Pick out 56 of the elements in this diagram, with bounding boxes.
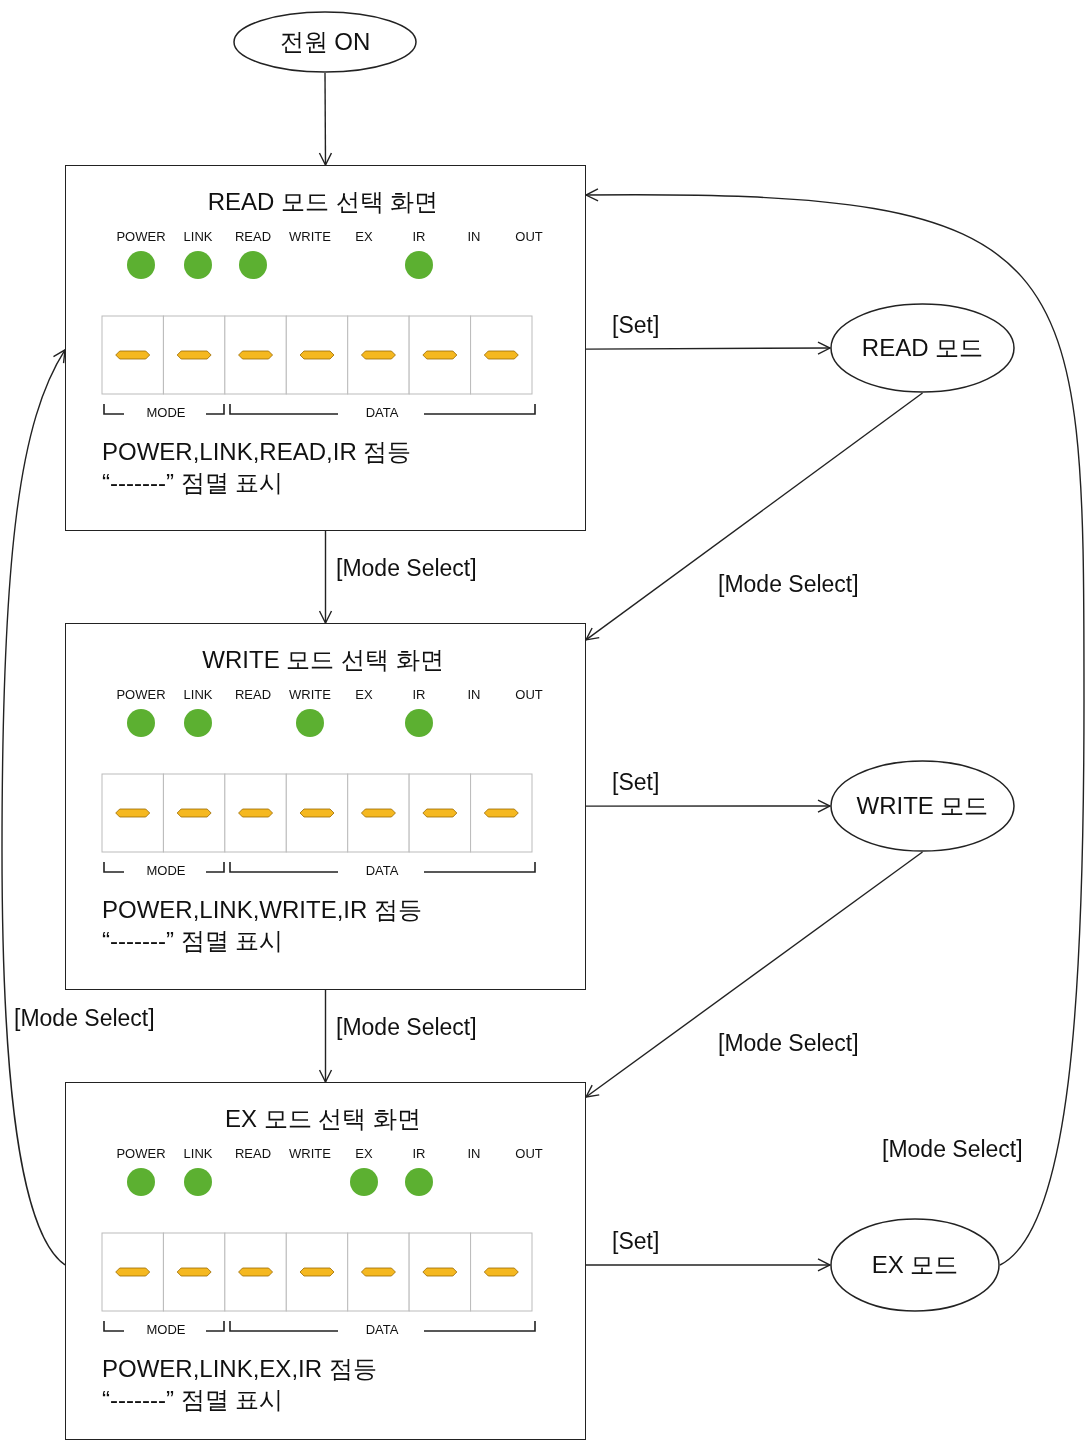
- status-text: POWER,LINK,EX,IR 점등: [102, 1355, 377, 1383]
- led-label: IR: [412, 688, 426, 703]
- panel-title: READ 모드 선택 화면: [207, 188, 439, 216]
- led-label: IR: [412, 1147, 426, 1162]
- arrow: [1, 349, 66, 1266]
- arrow: [318, 989, 333, 1083]
- led-label: OUT: [515, 688, 543, 703]
- led-label: READ: [234, 1147, 272, 1162]
- led-label: READ: [234, 688, 272, 703]
- led-label: READ: [234, 230, 272, 245]
- section-label: MODE: [146, 1323, 186, 1338]
- screen-panel: [65, 1082, 586, 1440]
- arrow: [585, 799, 831, 813]
- status-text: POWER,LINK,READ,IR 점등: [102, 438, 412, 466]
- led-label: POWER: [116, 230, 166, 245]
- led-label: EX: [355, 688, 373, 703]
- led-label: POWER: [116, 1147, 166, 1162]
- led-label: POWER: [116, 688, 166, 703]
- arrow: [585, 188, 1085, 1266]
- arrow: [318, 72, 333, 166]
- led-label: IN: [467, 688, 481, 703]
- section-label: DATA: [365, 1323, 399, 1338]
- led-label: WRITE: [289, 1147, 331, 1162]
- panel-title: WRITE 모드 선택 화면: [202, 646, 444, 674]
- state-ellipse: 전원 ON: [233, 11, 417, 73]
- status-text: “-------” 점멸 표시: [102, 1386, 284, 1414]
- led-label: LINK: [183, 1147, 213, 1162]
- state-ellipse: WRITE 모드: [830, 760, 1015, 852]
- section-label: DATA: [365, 864, 399, 879]
- screen-panel: [65, 165, 586, 531]
- led-label: OUT: [515, 230, 543, 245]
- led-label: EX: [355, 1147, 373, 1162]
- section-label: MODE: [146, 864, 186, 879]
- led-label: IN: [467, 1147, 481, 1162]
- panel-title: EX 모드 선택 화면: [225, 1105, 421, 1133]
- arrow: [318, 530, 333, 624]
- led-label: WRITE: [289, 230, 331, 245]
- led-label: IN: [467, 230, 481, 245]
- status-text: “-------” 점멸 표시: [102, 927, 284, 955]
- arrow: [585, 392, 924, 641]
- arrow: [585, 851, 924, 1098]
- arrow: [585, 1258, 831, 1272]
- screen-panel: [65, 623, 586, 990]
- status-text: POWER,LINK,WRITE,IR 점등: [102, 896, 422, 924]
- state-ellipse: READ 모드: [830, 303, 1015, 393]
- status-text: “-------” 점멸 표시: [102, 469, 284, 497]
- led-label: WRITE: [289, 688, 331, 703]
- state-ellipse: EX 모드: [830, 1218, 1000, 1312]
- led-label: OUT: [515, 1147, 543, 1162]
- arrow: [585, 341, 831, 355]
- led-label: EX: [355, 230, 373, 245]
- section-label: MODE: [146, 406, 186, 421]
- led-label: LINK: [183, 230, 213, 245]
- led-label: IR: [412, 230, 426, 245]
- section-label: DATA: [365, 406, 399, 421]
- led-label: LINK: [183, 688, 213, 703]
